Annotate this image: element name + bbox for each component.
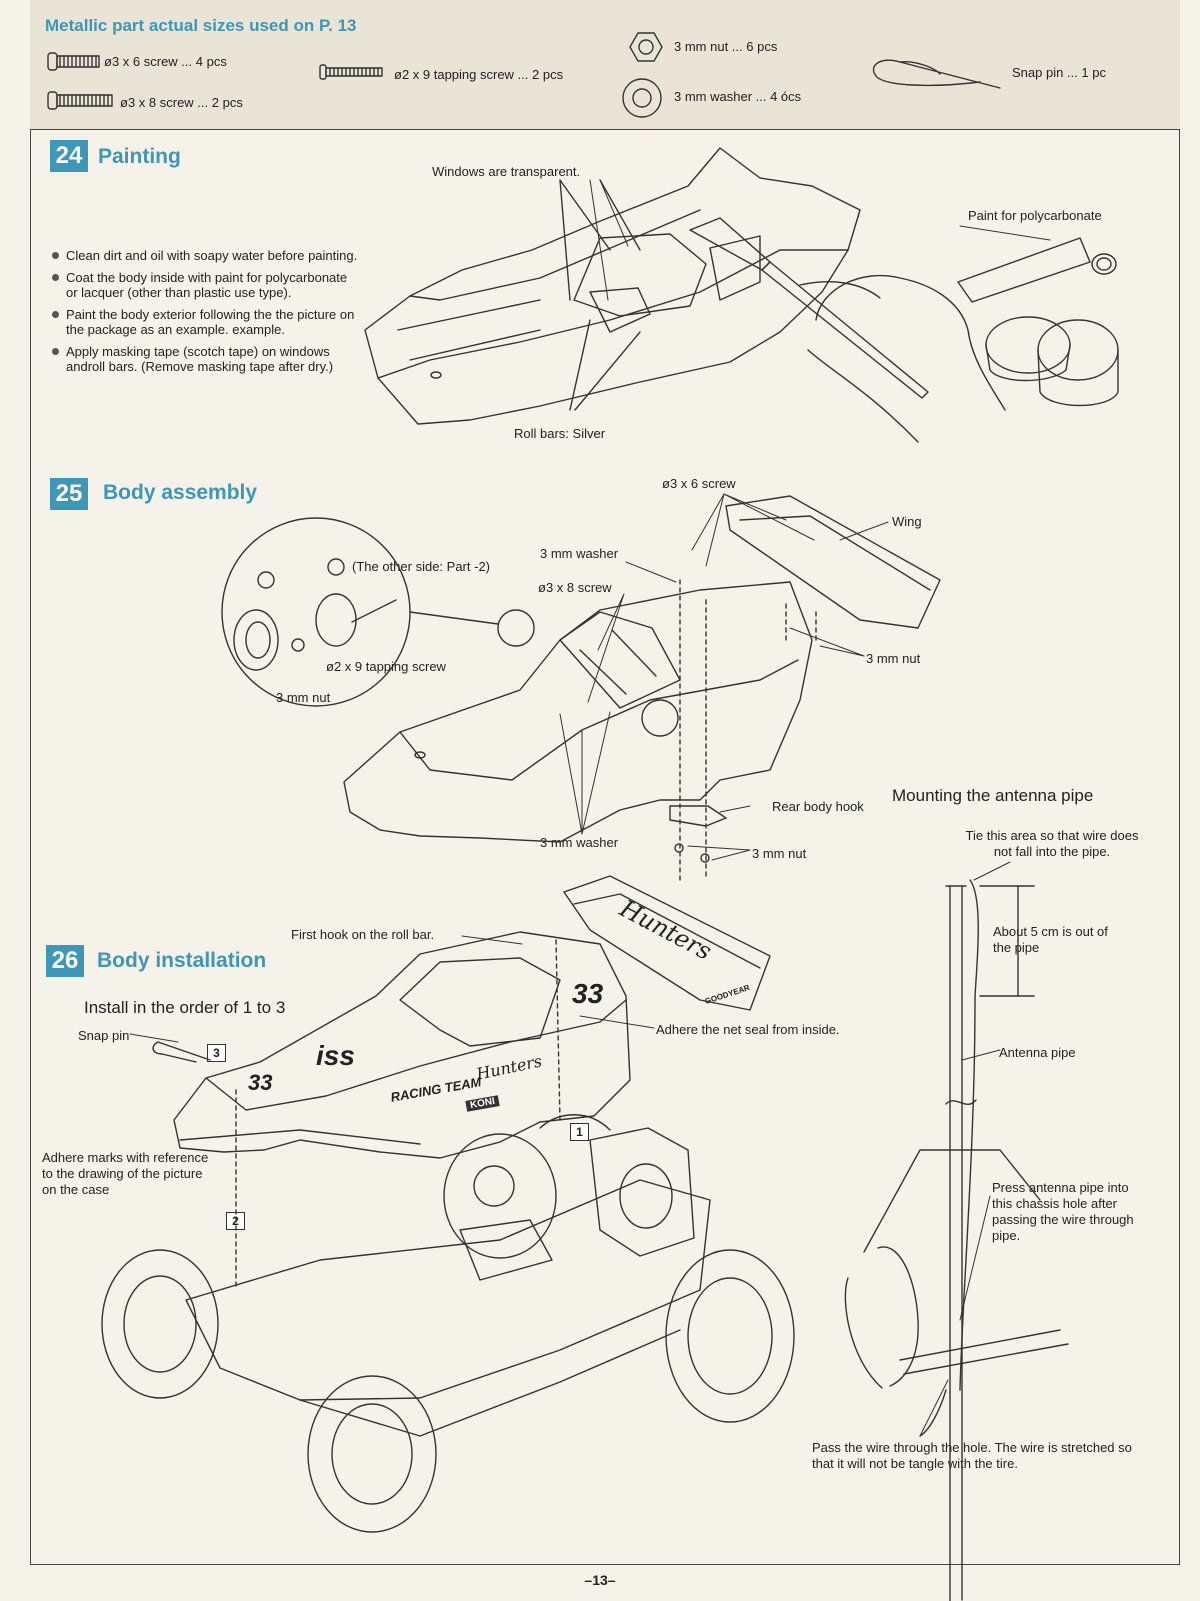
- section-26-subtitle: Install in the order of 1 to 3: [84, 998, 286, 1017]
- label-nut-bottom: 3 mm nut: [752, 846, 807, 861]
- parts-box: [30, 0, 1180, 130]
- label-snap-pin: Snap pin: [78, 1028, 130, 1043]
- antenna-pipe-label: Antenna pipe: [999, 1045, 1076, 1060]
- paint-jar-icon: [985, 316, 1119, 407]
- section-26-title: Body installation: [97, 949, 267, 972]
- parts-nut: 3 mm nut ... 6 pcs: [674, 39, 778, 54]
- antenna-tie-note: Tie this area so that wire does not fall…: [965, 828, 1139, 859]
- screw-38-icon: [47, 91, 113, 110]
- parts-screw36: ø3 x 6 screw ... 4 pcs: [104, 54, 227, 69]
- assembly-callout-circle: [221, 517, 499, 707]
- nut-icon: [629, 32, 663, 62]
- label-tapping: ø2 x 9 tapping screw: [326, 659, 446, 674]
- label-nut-left: 3 mm nut: [276, 690, 331, 705]
- snap-pin-small-icon: [152, 1041, 211, 1063]
- section-25-number: 25: [50, 478, 88, 510]
- label-wing: Wing: [892, 514, 922, 529]
- section-24-number: 24: [50, 140, 88, 172]
- washer-icon: [622, 78, 662, 118]
- page-frame: [30, 0, 1180, 1565]
- label-screw38: ø3 x 8 screw: [538, 580, 612, 595]
- label-screw36: ø3 x 6 screw: [662, 476, 736, 491]
- step-3-marker: 3: [207, 1044, 226, 1062]
- install-body-shell: [173, 931, 631, 1159]
- parts-title: Metallic part actual sizes used on P. 13: [45, 16, 357, 35]
- antenna-pass-note: Pass the wire through the hole. The wire…: [812, 1440, 1132, 1471]
- parts-snappin: Snap pin ... 1 pc: [1012, 65, 1106, 80]
- label-adhere-marks: Adhere marks with reference to the drawi…: [42, 1150, 209, 1197]
- section-24-title: Painting: [98, 145, 181, 168]
- install-guide-lines: [235, 939, 561, 1291]
- painting-step-1: Clean dirt and oil with soapy water befo…: [52, 248, 362, 264]
- section-25-title: Body assembly: [103, 481, 258, 504]
- decal-33-side: 33: [572, 978, 604, 1009]
- wing-icon: [725, 495, 941, 629]
- antenna-chassis: [844, 1149, 1069, 1437]
- tapping-screw-icon: [319, 64, 383, 80]
- label-rear-hook: Rear body hook: [772, 799, 864, 814]
- rollbars-label: Roll bars: Silver: [514, 426, 606, 441]
- windows-label: Windows are transparent.: [432, 164, 581, 179]
- paint-label: Paint for polycarbonate: [968, 208, 1102, 223]
- chassis-car: [101, 1114, 795, 1533]
- section-26-number: 26: [46, 945, 84, 977]
- parts-washer: 3 mm washer ... 4 ócs: [674, 89, 802, 104]
- antenna-pipe-icon: [945, 879, 1035, 1601]
- label-net-seal: Adhere the net seal from inside.: [656, 1022, 840, 1037]
- screw-36-icon: [47, 52, 100, 71]
- decal-iss: iss: [316, 1040, 355, 1071]
- painting-step-3: Paint the body exterior following the th…: [52, 307, 362, 338]
- painting-instructions: Clean dirt and oil with soapy water befo…: [52, 248, 362, 381]
- snap-pin-icon: [872, 59, 1001, 89]
- antenna-title: Mounting the antenna pipe: [892, 786, 1094, 805]
- label-first-hook: First hook on the roll bar.: [291, 927, 435, 942]
- painting-body-shell: [364, 147, 861, 425]
- rear-hook-icon: [669, 805, 727, 863]
- antenna-5cm-note: About 5 cm is out of the pipe: [993, 924, 1108, 955]
- label-other-side: (The other side: Part -2): [352, 559, 490, 574]
- decal-33-front: 33: [248, 1070, 273, 1095]
- painting-step-2: Coat the body inside with paint for poly…: [52, 270, 362, 301]
- install-wing-icon: [563, 875, 771, 1011]
- step-1-marker: 1: [570, 1123, 589, 1141]
- label-washer-bottom: 3 mm washer: [540, 835, 619, 850]
- brush-hand-icon: [689, 217, 1006, 443]
- assembly-guide-lines: [679, 579, 817, 881]
- label-washer-top: 3 mm washer: [540, 546, 619, 561]
- paint-tube-icon: [957, 237, 1117, 303]
- page-number: –13–: [584, 1572, 616, 1588]
- parts-tapping: ø2 x 9 tapping screw ... 2 pcs: [394, 67, 564, 82]
- light-pod-icon: [497, 609, 679, 737]
- assembly-body-shell: [343, 581, 813, 843]
- painting-step-4: Apply masking tape (scotch tape) on wind…: [52, 344, 362, 375]
- label-nut-right: 3 mm nut: [866, 651, 921, 666]
- parts-screw38: ø3 x 8 screw ... 2 pcs: [120, 95, 243, 110]
- leader-lines: [129, 179, 1051, 1437]
